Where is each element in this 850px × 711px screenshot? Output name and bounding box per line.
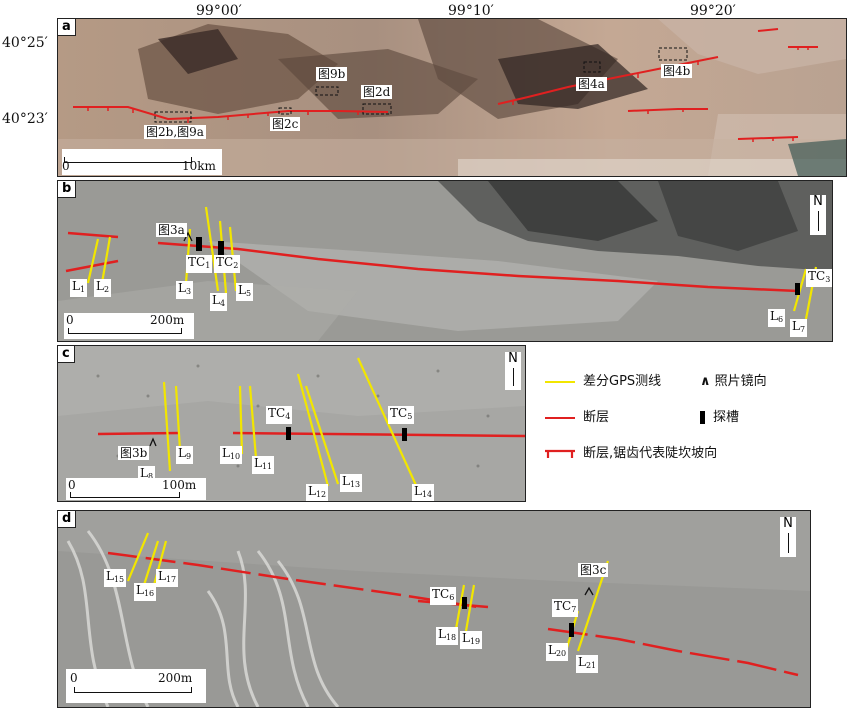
trench-tc1 xyxy=(196,237,202,251)
l5-label: L5 xyxy=(236,283,254,301)
scale-bar-c: 0 100m xyxy=(66,478,206,500)
scale-zero-d: 0 xyxy=(70,671,78,685)
l6-label: L6 xyxy=(768,309,786,327)
legend-gps: 差分GPS测线 xyxy=(545,370,661,390)
trench-legend-icon xyxy=(700,411,705,424)
scale-zero-c: 0 xyxy=(68,478,76,492)
scale-zero-b: 0 xyxy=(66,313,74,327)
ref-label-3c: 图3c xyxy=(578,563,609,577)
ref-label-2c: 图2c xyxy=(270,117,301,131)
scale-value-a: 10km xyxy=(182,159,216,173)
gps-lines-c xyxy=(162,357,422,495)
l14-label: L14 xyxy=(412,484,435,501)
photo-direction-legend-icon: ∧ xyxy=(700,374,711,389)
l18-label: L18 xyxy=(436,627,459,645)
l2-label: L2 xyxy=(94,279,112,297)
scale-zero-a: 0 xyxy=(62,159,70,173)
scale-value-c: 100m xyxy=(162,478,197,492)
trench-tc4 xyxy=(286,427,291,440)
fault-line-c xyxy=(232,431,525,438)
ref-label-9b: 图9b xyxy=(316,67,348,81)
north-label-d: N xyxy=(783,516,793,531)
trench-tc5 xyxy=(402,428,407,441)
braided-channels xyxy=(66,530,340,707)
l10-label: L10 xyxy=(220,446,243,464)
panel-b-map: b 图3a N TC1 TC2 TC3 L1 L2 L3 L4 L5 L6 L7… xyxy=(57,180,833,342)
ref-label-2b-9a: 图2b,图9a xyxy=(144,125,206,139)
trench-tc7 xyxy=(569,623,574,637)
tc6-label: TC6 xyxy=(430,587,457,605)
panel-d-map: d N 图3c TC6 TC7 L15 L16 L17 L18 L19 L20 … xyxy=(57,510,811,708)
photo-direction-icon-d xyxy=(584,586,594,596)
ref-label-2d: 图2d xyxy=(361,85,393,99)
l11-label: L11 xyxy=(252,456,275,474)
tc4-label: TC4 xyxy=(266,406,293,424)
lat-label-1: 40°25′ xyxy=(2,35,48,51)
l9-label: L9 xyxy=(176,446,194,464)
fault-line-d2 xyxy=(547,627,799,677)
scale-bar-b: 0 200m xyxy=(64,313,194,339)
scale-value-b: 200m xyxy=(150,313,185,327)
trench-tc3 xyxy=(795,283,800,295)
north-label-c: N xyxy=(508,351,518,366)
panel-c-label: c xyxy=(58,346,75,363)
scale-bar-d: 0 200m xyxy=(66,669,206,703)
trench-tc6 xyxy=(462,597,467,609)
ref-label-4a: 图4a xyxy=(576,77,607,91)
box-2d xyxy=(362,103,392,115)
panel-a-map: a 图9b 图2d 图4a 图4b 图2b,图9a 图2c 0 10km xyxy=(57,18,847,177)
l7-label: L7 xyxy=(790,319,808,337)
l15-label: L15 xyxy=(104,569,127,587)
fault-line-b xyxy=(157,241,799,293)
lon-label-3: 99°20′ xyxy=(690,3,736,19)
box-2b xyxy=(154,111,192,123)
l19-label: L19 xyxy=(460,631,483,649)
l21-label: L21 xyxy=(576,655,599,673)
panel-a-label: a xyxy=(58,19,76,36)
l3-label: L3 xyxy=(176,281,194,299)
l16-label: L16 xyxy=(134,583,157,601)
north-arrow-d: N xyxy=(780,517,796,557)
panel-c-map: c N 图3b TC4 TC5 L8 L9 L10 L11 L12 L13 L1… xyxy=(57,345,526,502)
tc5-label: TC5 xyxy=(388,406,415,424)
lon-label-1: 99°00′ xyxy=(196,3,242,19)
l20-label: L20 xyxy=(546,643,569,661)
legend-fault: 断层 xyxy=(545,406,609,426)
fault-line-d1 xyxy=(107,551,479,609)
l17-label: L17 xyxy=(156,569,179,587)
north-label-b: N xyxy=(813,194,823,209)
scale-bar-a: 0 10km xyxy=(62,149,222,175)
scale-value-d: 200m xyxy=(158,671,193,685)
panel-d-label: d xyxy=(58,511,77,528)
box-4a xyxy=(583,61,601,73)
lat-label-2: 40°23′ xyxy=(2,111,48,127)
north-arrow-b: N xyxy=(810,195,826,235)
photo-direction-icon-c xyxy=(149,437,157,447)
tc2-label: TC2 xyxy=(214,255,241,273)
trench-tc2 xyxy=(218,241,224,255)
fault-scarp-legend-icon xyxy=(545,449,575,458)
legend-photo: ∧照片镜向 xyxy=(700,374,767,389)
ref-label-3a: 图3a xyxy=(156,223,187,237)
lon-label-2: 99°10′ xyxy=(448,3,494,19)
photo-direction-icon xyxy=(183,231,193,242)
panel-b-label: b xyxy=(58,181,77,198)
l13-label: L13 xyxy=(340,474,363,492)
box-9b xyxy=(315,86,339,96)
tc3-label: TC3 xyxy=(806,269,832,287)
box-2c xyxy=(278,107,292,115)
tc1-label: TC1 xyxy=(186,255,213,273)
satellite-image-a xyxy=(58,19,846,176)
ref-label-4b: 图4b xyxy=(661,64,693,78)
north-arrow-c: N xyxy=(505,352,521,390)
ref-label-3b: 图3b xyxy=(118,446,150,460)
legend-fault-scarp: 断层,锯齿代表陡坎坡向 xyxy=(545,442,717,462)
l4-label: L4 xyxy=(210,293,228,311)
l1-label: L1 xyxy=(70,279,88,297)
l12-label: L12 xyxy=(306,484,329,501)
tc7-label: TC7 xyxy=(552,599,579,617)
legend-trench: 探槽 xyxy=(700,406,739,426)
